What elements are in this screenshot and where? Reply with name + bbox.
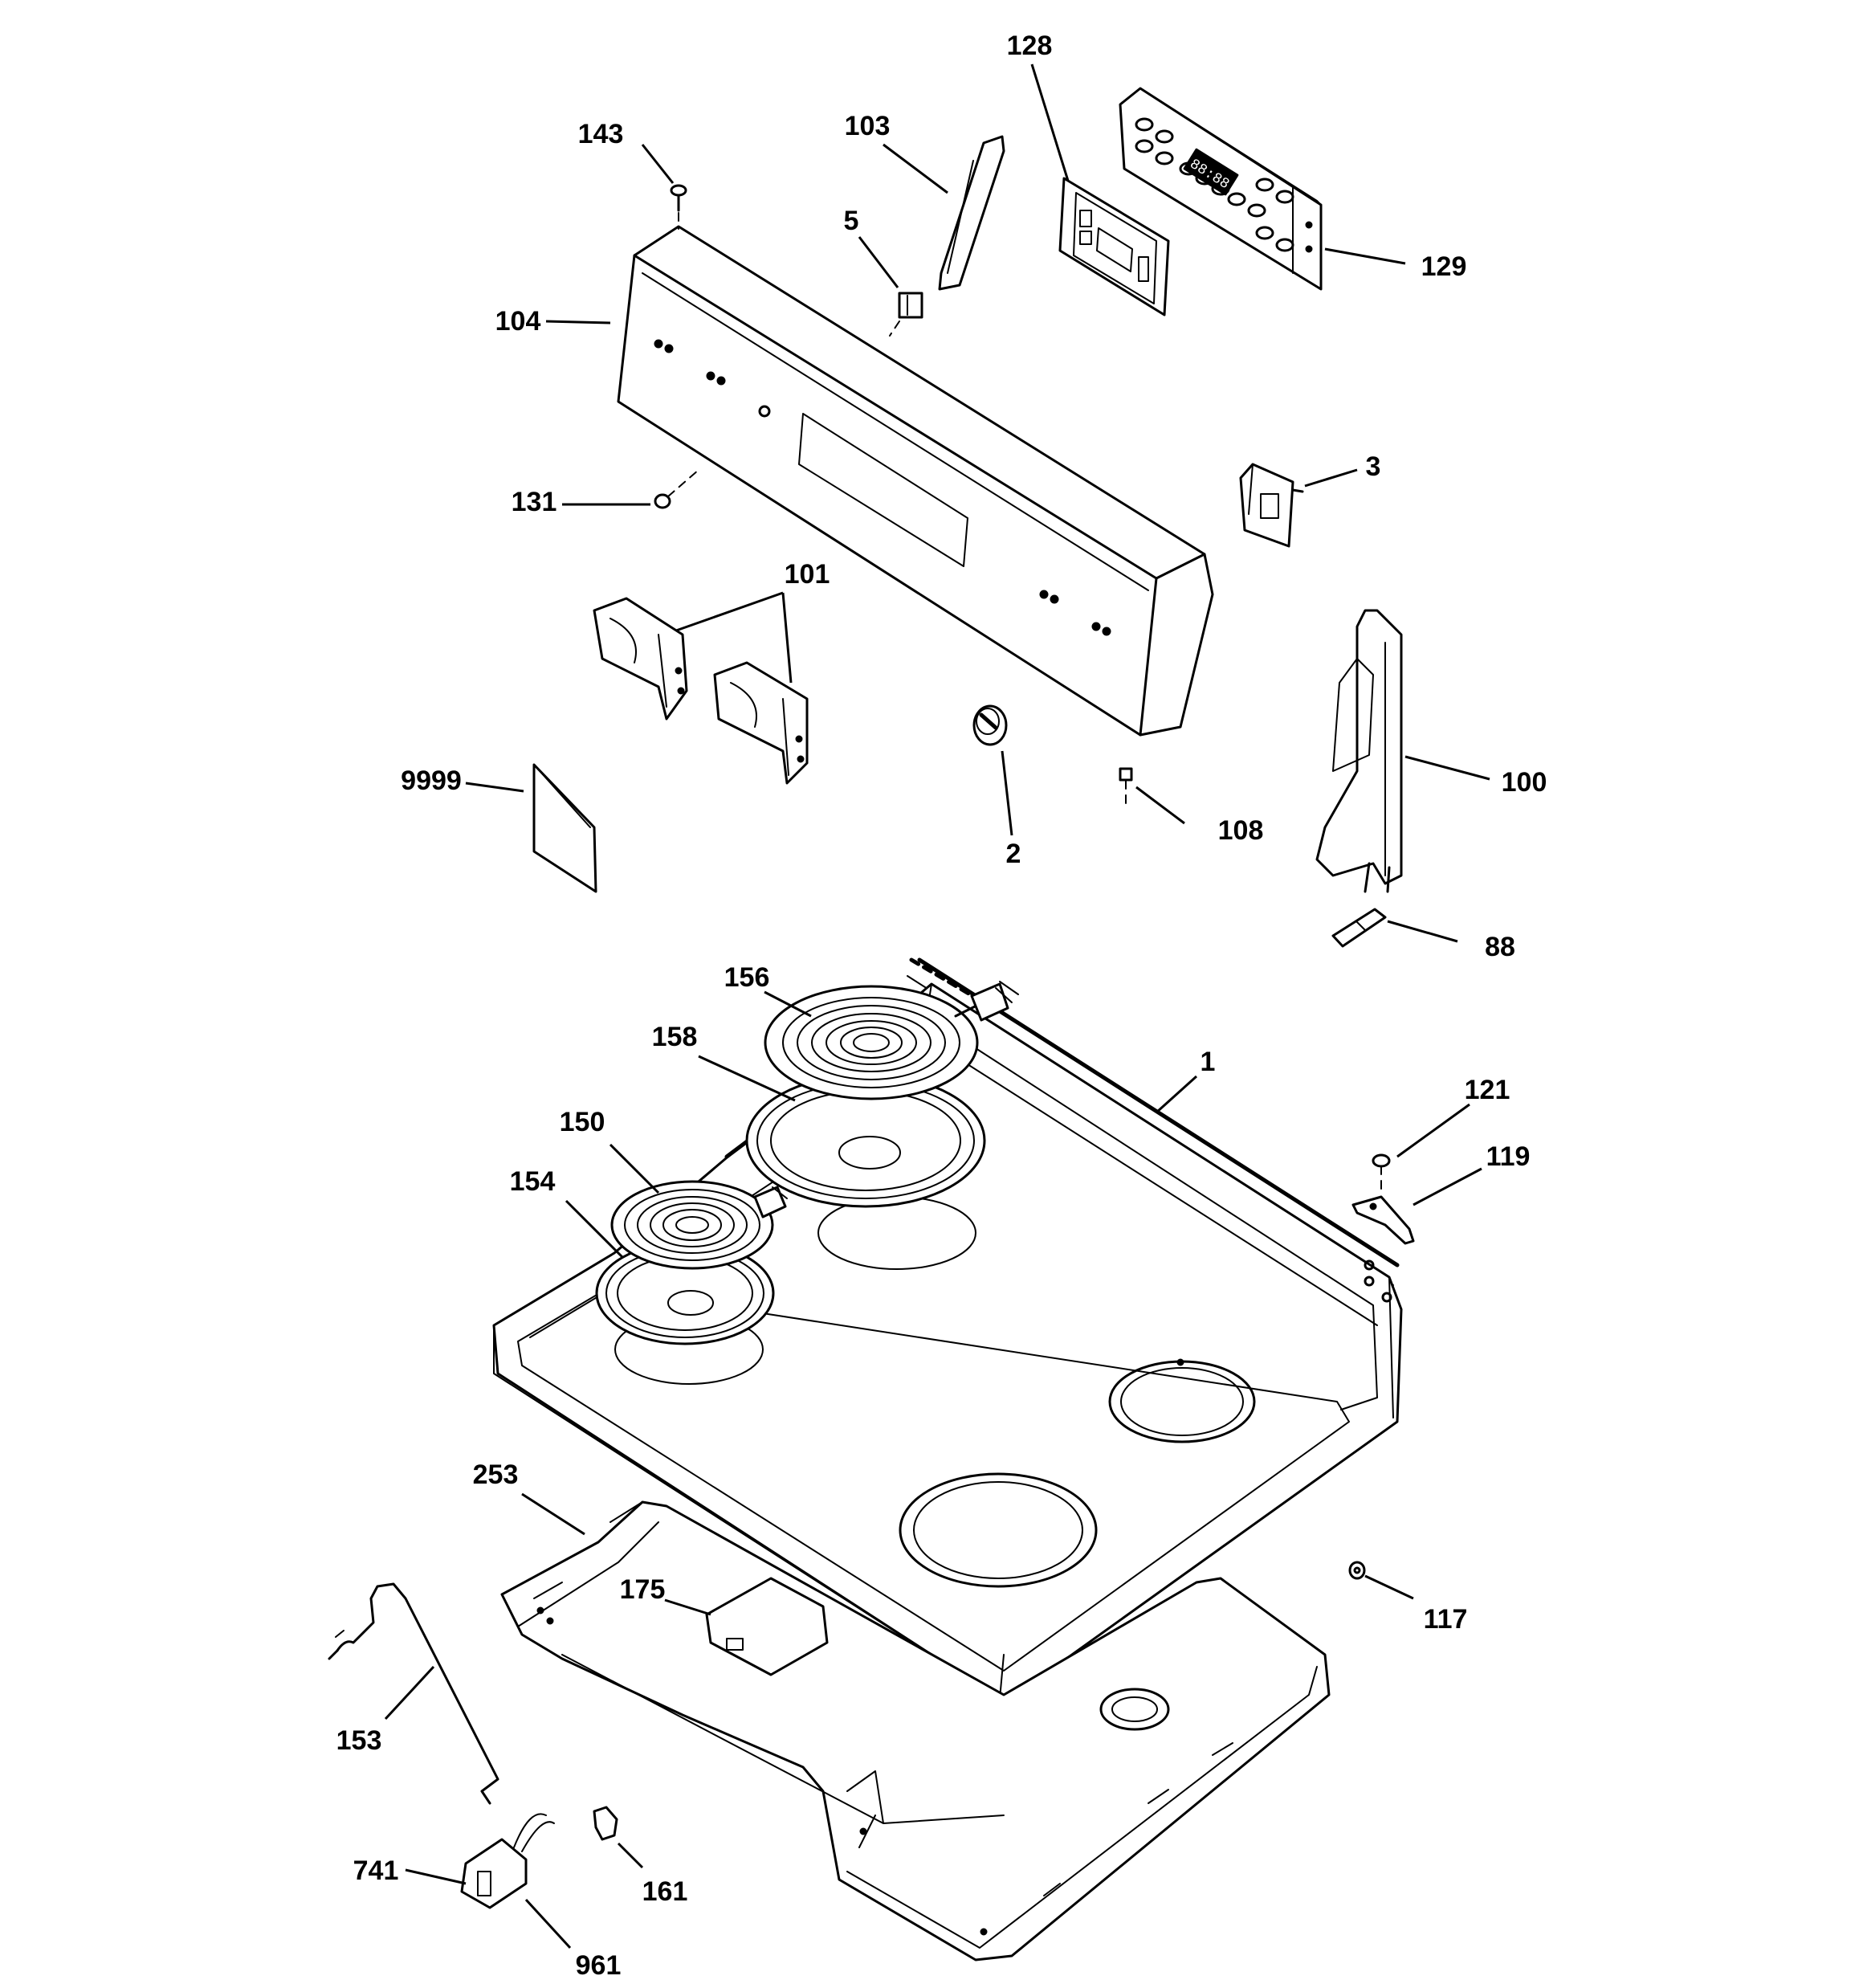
callout-161: 161 (642, 1876, 688, 1907)
bracket-119 (1351, 1195, 1415, 1245)
callout-103: 103 (845, 111, 891, 141)
callout-156: 156 (724, 962, 770, 993)
knob-2 (972, 704, 1008, 746)
backsplash-panel (617, 225, 1214, 737)
bracket-103 (938, 135, 1005, 291)
rod-153 (328, 1582, 499, 1805)
clip-88 (1331, 908, 1387, 948)
callout-153: 153 (336, 1725, 382, 1756)
callout-131: 131 (512, 487, 557, 517)
callout-2: 2 (1006, 839, 1021, 869)
callout-1: 1 (1201, 1047, 1216, 1077)
screw-121 (1372, 1153, 1391, 1194)
overlay-128 (1058, 177, 1170, 316)
callout-117: 117 (1424, 1604, 1468, 1635)
switch-3 (1239, 463, 1304, 548)
callout-175: 175 (620, 1574, 666, 1605)
nut-117 (1348, 1561, 1366, 1580)
callout-961: 961 (576, 1950, 622, 1981)
callout-104: 104 (495, 306, 541, 337)
callout-129: 129 (1421, 251, 1467, 282)
access-cover-175 (705, 1577, 829, 1676)
callout-5: 5 (844, 206, 859, 236)
callout-3: 3 (1366, 451, 1381, 482)
callout-143: 143 (578, 119, 624, 149)
surface-element-156 (764, 981, 1019, 1100)
callout-100: 100 (1502, 767, 1547, 798)
screw-143 (670, 184, 687, 230)
end-cap-100 (1315, 609, 1403, 893)
callout-101: 101 (785, 559, 830, 590)
callout-119: 119 (1486, 1141, 1531, 1172)
terminal-block-741 (460, 1813, 555, 1909)
callout-108: 108 (1218, 815, 1264, 846)
callout-741: 741 (353, 1855, 399, 1886)
callout-158: 158 (652, 1022, 698, 1052)
bracket-101-left (593, 597, 688, 720)
callout-9999: 9999 (401, 765, 462, 796)
callout-121: 121 (1465, 1075, 1510, 1105)
callout-154: 154 (510, 1166, 556, 1197)
callout-88: 88 (1485, 932, 1515, 962)
screw-131 (654, 469, 699, 509)
screw-108 (1119, 767, 1133, 804)
surface-element-150 (610, 1180, 788, 1270)
switch-5 (889, 292, 923, 337)
callout-labels: 128 103 143 5 129 104 3 131 101 100 9999… (336, 31, 1547, 1981)
callout-253: 253 (473, 1459, 519, 1490)
bracket-101-right (713, 661, 809, 785)
callout-128: 128 (1007, 31, 1053, 61)
leader-lines (384, 63, 1490, 1949)
callout-150: 150 (560, 1107, 605, 1137)
clip-161 (593, 1806, 618, 1841)
control-board-129: 88:88 (1119, 87, 1323, 291)
literature-9999 (532, 763, 597, 893)
